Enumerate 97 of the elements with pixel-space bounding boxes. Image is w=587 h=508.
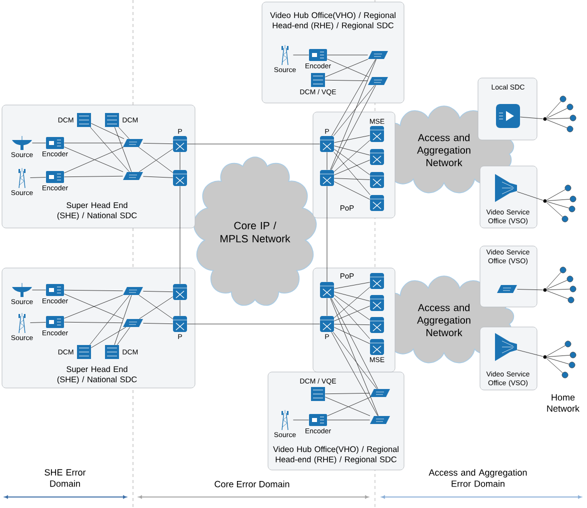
domain-label: Core Error Domain	[214, 480, 290, 488]
link-line	[546, 280, 568, 290]
link-line	[30, 322, 46, 323]
link-line	[334, 146, 370, 156]
switch-icon	[368, 77, 388, 85]
link-line	[330, 58, 376, 170]
link-line	[546, 290, 568, 300]
link-line	[142, 176, 174, 178]
link-line	[546, 358, 563, 374]
link-line	[64, 322, 124, 324]
domain-label: SHE Error Domain	[44, 469, 86, 487]
link-line	[546, 101, 562, 118]
link-line	[334, 160, 370, 176]
switch-icon	[497, 285, 517, 293]
link-line	[334, 152, 370, 196]
link-line	[326, 186, 328, 282]
switch-icon	[370, 416, 390, 424]
link-line	[334, 306, 370, 322]
link-line	[114, 294, 132, 346]
link-line	[90, 326, 126, 348]
link-line	[546, 108, 568, 118]
link-line	[142, 142, 174, 144]
link-line	[334, 140, 370, 172]
link-line	[334, 324, 370, 326]
link-line	[64, 290, 124, 292]
switch-icon	[123, 139, 143, 147]
link-line	[546, 120, 568, 128]
link-line	[334, 181, 370, 200]
link-line	[142, 290, 174, 292]
switch-icon	[123, 287, 143, 295]
router-icon	[370, 149, 384, 165]
link-line	[116, 326, 130, 346]
router-icon	[320, 170, 334, 186]
link-line	[330, 298, 379, 416]
network-cloud: Core IP / MPLS Network	[193, 156, 317, 306]
link-line	[546, 345, 566, 356]
link-line	[334, 292, 370, 302]
link-line	[142, 322, 174, 324]
router-icon	[370, 317, 384, 333]
link-line	[334, 327, 370, 344]
link-line	[334, 148, 370, 176]
link-line	[331, 332, 378, 416]
link-line	[516, 191, 544, 201]
link-line	[520, 116, 544, 120]
link-line	[334, 298, 370, 340]
link-line	[32, 142, 46, 144]
link-line	[334, 286, 370, 318]
link-line	[334, 178, 370, 180]
link-line	[326, 298, 328, 316]
link-line	[64, 176, 124, 178]
link-line	[516, 289, 544, 290]
link-line	[546, 118, 570, 120]
link-line	[546, 357, 570, 364]
link-line	[324, 80, 368, 82]
link-line	[516, 350, 544, 357]
link-line	[546, 202, 563, 218]
link-line	[331, 58, 376, 136]
server-icon	[496, 104, 520, 128]
router-icon	[370, 295, 384, 311]
switch-icon	[370, 389, 390, 397]
switch-icon	[123, 319, 143, 327]
link-line	[333, 84, 375, 136]
link-line	[546, 198, 570, 202]
link-line	[326, 152, 328, 170]
link-line	[90, 123, 124, 140]
link-line	[292, 54, 310, 56]
video-device-icon	[495, 174, 517, 202]
network-label: Home Network	[547, 394, 580, 412]
link-line	[324, 392, 370, 394]
switch-icon	[123, 172, 143, 180]
router-icon	[370, 195, 384, 211]
router-icon	[172, 284, 188, 300]
link-line	[90, 294, 130, 346]
router-icon	[370, 273, 384, 289]
link-line	[326, 54, 368, 56]
link-line	[64, 142, 124, 144]
link-line	[330, 298, 378, 390]
link-line	[546, 354, 570, 358]
link-line	[546, 272, 562, 289]
link-line	[334, 294, 370, 320]
router-icon	[370, 172, 384, 188]
link-line	[331, 84, 376, 170]
link-line	[114, 126, 132, 172]
link-line	[118, 126, 130, 140]
video-device-icon	[495, 333, 517, 361]
link-line	[90, 126, 130, 172]
router-icon	[172, 170, 188, 186]
router-icon	[320, 282, 334, 298]
link-line	[546, 288, 570, 290]
link-line	[333, 332, 378, 390]
link-line	[334, 135, 370, 143]
link-line	[30, 177, 46, 178]
link-line	[334, 282, 370, 289]
switch-icon	[368, 51, 388, 59]
domain-label: Access and Aggregation Error Domain	[428, 469, 527, 487]
link-line	[546, 201, 570, 208]
link-line	[546, 189, 566, 200]
